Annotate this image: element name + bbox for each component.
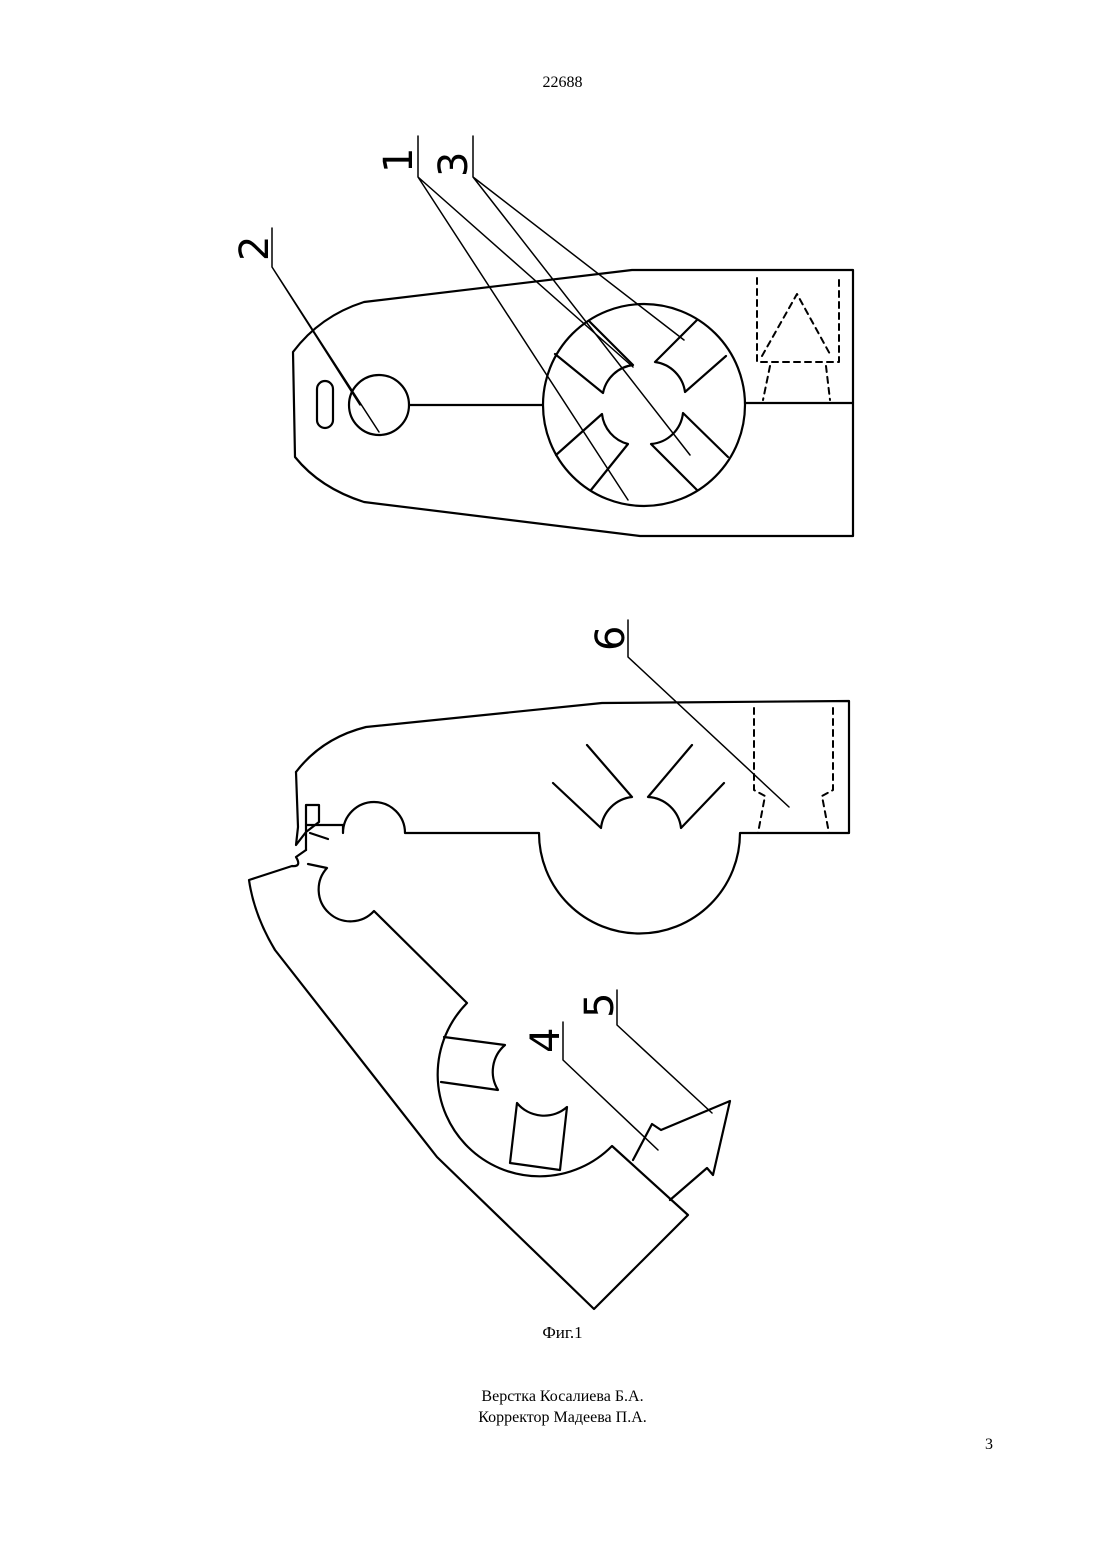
wedge-se <box>651 413 728 490</box>
lower-arm <box>249 850 688 1309</box>
leader-2 <box>272 228 379 432</box>
upper-small-hole <box>349 375 409 435</box>
upper-large-hole <box>543 304 745 506</box>
lower-upper-jaw <box>296 701 849 934</box>
leader-1 <box>418 136 633 500</box>
lower-wedge-4 <box>510 1103 567 1170</box>
figure-caption: Фиг.1 <box>0 1323 1100 1343</box>
callout-6: 6 <box>588 626 634 651</box>
callout-5: 5 <box>577 993 623 1018</box>
upper-slot <box>317 381 333 428</box>
upper-view <box>272 136 853 536</box>
lower-dashed-1 <box>754 708 765 833</box>
credits-block: Верстка Косалиева Б.А. Корректор Мадеева… <box>0 1386 1100 1428</box>
lower-view <box>249 620 849 1309</box>
leader-6 <box>628 620 789 807</box>
lower-dashed-2 <box>822 708 833 833</box>
callout-3: 3 <box>431 152 477 177</box>
callout-2: 2 <box>232 236 278 261</box>
lower-wedge-3 <box>441 1037 505 1090</box>
leader-4 <box>563 1022 658 1150</box>
layout-credit: Верстка Косалиева Б.А. <box>0 1386 1100 1407</box>
wedge-sw <box>556 414 628 490</box>
lower-arrow <box>633 1101 730 1200</box>
wedge-ne <box>655 320 726 392</box>
callout-4: 4 <box>523 1028 569 1053</box>
leader-5 <box>617 990 712 1113</box>
lower-wedge-2 <box>648 745 724 828</box>
page-number: 3 <box>985 1436 993 1454</box>
lower-spring-loop <box>296 772 319 850</box>
proofreader-credit: Корректор Мадеева П.А. <box>0 1407 1100 1428</box>
callout-1: 1 <box>376 148 422 173</box>
lower-wedge-1 <box>553 745 632 828</box>
leader-3 <box>473 136 690 455</box>
